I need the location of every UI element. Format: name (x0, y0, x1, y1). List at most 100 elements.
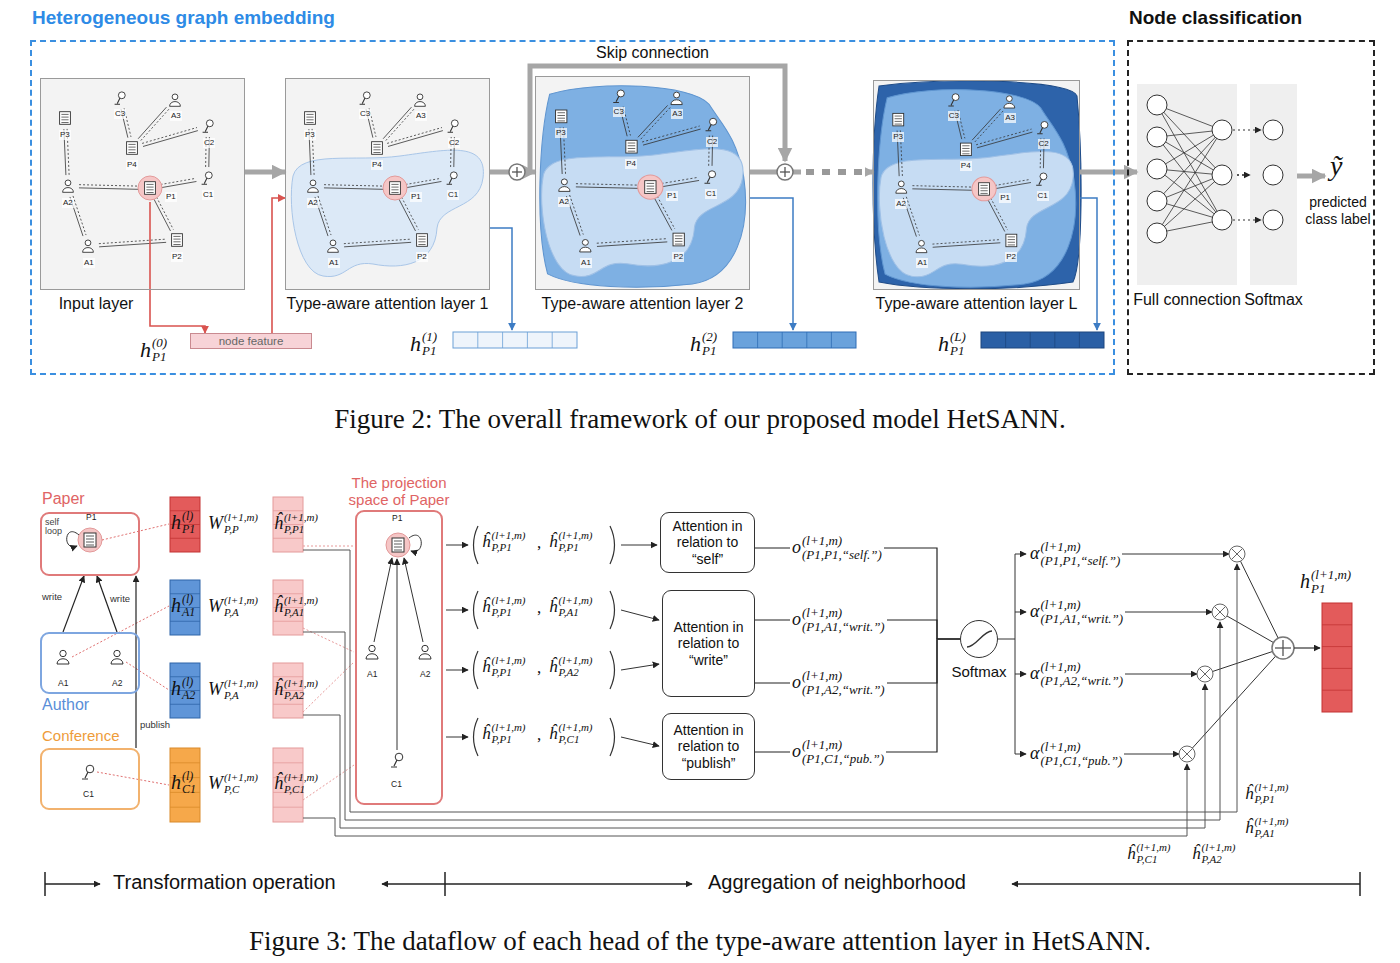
index-stack: (l+1,m)P,P1 (492, 595, 526, 618)
drawing-stroke (621, 737, 659, 746)
connector (272, 198, 285, 333)
drawing-stroke (205, 172, 212, 179)
subscript: P,P1 (559, 542, 593, 554)
subscript: C1 (182, 783, 196, 796)
drawing-stroke (516, 167, 517, 177)
drawing-stroke (45, 883, 100, 885)
math-expression: ĥ(l+1,m)P,P1 (482, 530, 526, 553)
drawing-stroke (406, 181, 441, 187)
math-symbol: ĥ (1192, 844, 1201, 864)
node-label: A2 (307, 198, 319, 208)
drawing-stroke (912, 186, 973, 187)
subscript: P,A2 (559, 667, 593, 679)
node-label: P4 (371, 160, 383, 170)
drawing-stroke (383, 107, 411, 139)
drawing-stroke (1282, 640, 1283, 656)
drawing-stroke (621, 545, 657, 546)
drawing-stroke (1212, 210, 1232, 230)
drawing-stroke (1079, 332, 1080, 348)
superscript: (l+1,m) (492, 595, 526, 607)
attention-box: Attention in relation to “write” (662, 590, 755, 697)
drawing-stroke (1263, 120, 1283, 140)
node-icon (556, 110, 567, 123)
node-label: A1 (58, 679, 68, 689)
node-icon (893, 113, 904, 125)
drawing-stroke (60, 650, 66, 656)
drawing-stroke (128, 147, 135, 148)
drawing-stroke (919, 240, 925, 246)
node-icon (948, 94, 959, 106)
drawing-stroke (138, 107, 166, 139)
drawing-stroke (373, 149, 380, 150)
node-icon (559, 179, 570, 191)
drawing-stroke (647, 188, 655, 189)
drawing-stroke (1322, 603, 1352, 712)
index-stack: (l+1,m)P,C (224, 772, 258, 795)
math-symbol: h (938, 331, 949, 356)
drawing-stroke (972, 109, 1001, 140)
drawing-stroke (310, 180, 316, 186)
node-label: C3 (613, 107, 625, 117)
drawing-stroke (898, 181, 904, 187)
superscript: (l+1,m) (802, 606, 885, 620)
node-icon (60, 112, 71, 125)
node-label: A3 (415, 111, 427, 121)
node-title: Paper (42, 490, 85, 508)
drawing-stroke (1212, 165, 1232, 185)
drawing-stroke (86, 542, 94, 543)
superscript: (l+1,m) (224, 678, 258, 690)
node-label: P4 (126, 160, 138, 170)
drawing-stroke (60, 92, 214, 252)
index-stack: (l+1,m)P,A2 (1202, 842, 1236, 865)
node-icon (673, 233, 684, 246)
drawing-stroke (391, 189, 398, 190)
node-title: Softmax (951, 663, 1006, 680)
drawing-stroke (895, 121, 902, 122)
drawing-stroke (173, 236, 180, 237)
drawing-stroke (1041, 121, 1048, 128)
node-icon (960, 143, 971, 155)
subscript: P,A (224, 607, 258, 619)
superscript: (l+1,m) (559, 530, 593, 542)
text-label: , (537, 533, 541, 553)
node-label: P4 (960, 161, 972, 171)
drawing-stroke (273, 621, 303, 622)
drawing-stroke (557, 112, 565, 113)
drawing-stroke (170, 497, 200, 552)
node-label: A1 (328, 258, 340, 268)
drawing-stroke (303, 622, 1220, 820)
drawing-stroke (386, 109, 414, 141)
drawing-stroke (895, 118, 902, 119)
math-symbol: h (171, 677, 181, 700)
node-label: C1 (447, 190, 459, 200)
superscript: (l+1,m) (1202, 842, 1236, 854)
subscript: P,C1 (284, 784, 318, 796)
index-stack: (l+1,m)P,P1 (492, 530, 526, 553)
node-icon (1006, 234, 1017, 246)
drawing-stroke (82, 772, 88, 779)
drawing-stroke (369, 645, 375, 651)
node-label: P1 (165, 192, 177, 202)
node-title: Conference (42, 727, 120, 744)
attention-box: Attention in relation to “publish” (662, 713, 755, 780)
drawing-stroke (976, 129, 1031, 145)
node-label: C1 (705, 189, 717, 199)
drawing-stroke (1015, 554, 1016, 754)
drawing-stroke (1147, 127, 1167, 147)
drawing-stroke (784, 167, 785, 177)
drawing-stroke (172, 94, 178, 100)
drawing-stroke (706, 124, 712, 130)
subscript: P,P (224, 524, 258, 536)
drawing-stroke (933, 243, 1001, 247)
graph-panel: Type-aware attention layer LP3C3A3C2P4A2… (873, 80, 1080, 290)
drawing-stroke (1012, 883, 1360, 885)
drawing-stroke (170, 580, 200, 635)
drawing-stroke (306, 114, 313, 115)
drawing-stroke (960, 143, 971, 155)
node-label: C3 (359, 109, 371, 119)
drawing-stroke (399, 199, 416, 231)
text-label: Skip connection (596, 44, 709, 62)
math-symbol: h (140, 337, 151, 362)
node-label: P1 (392, 514, 402, 524)
drawing-stroke (1008, 242, 1015, 243)
